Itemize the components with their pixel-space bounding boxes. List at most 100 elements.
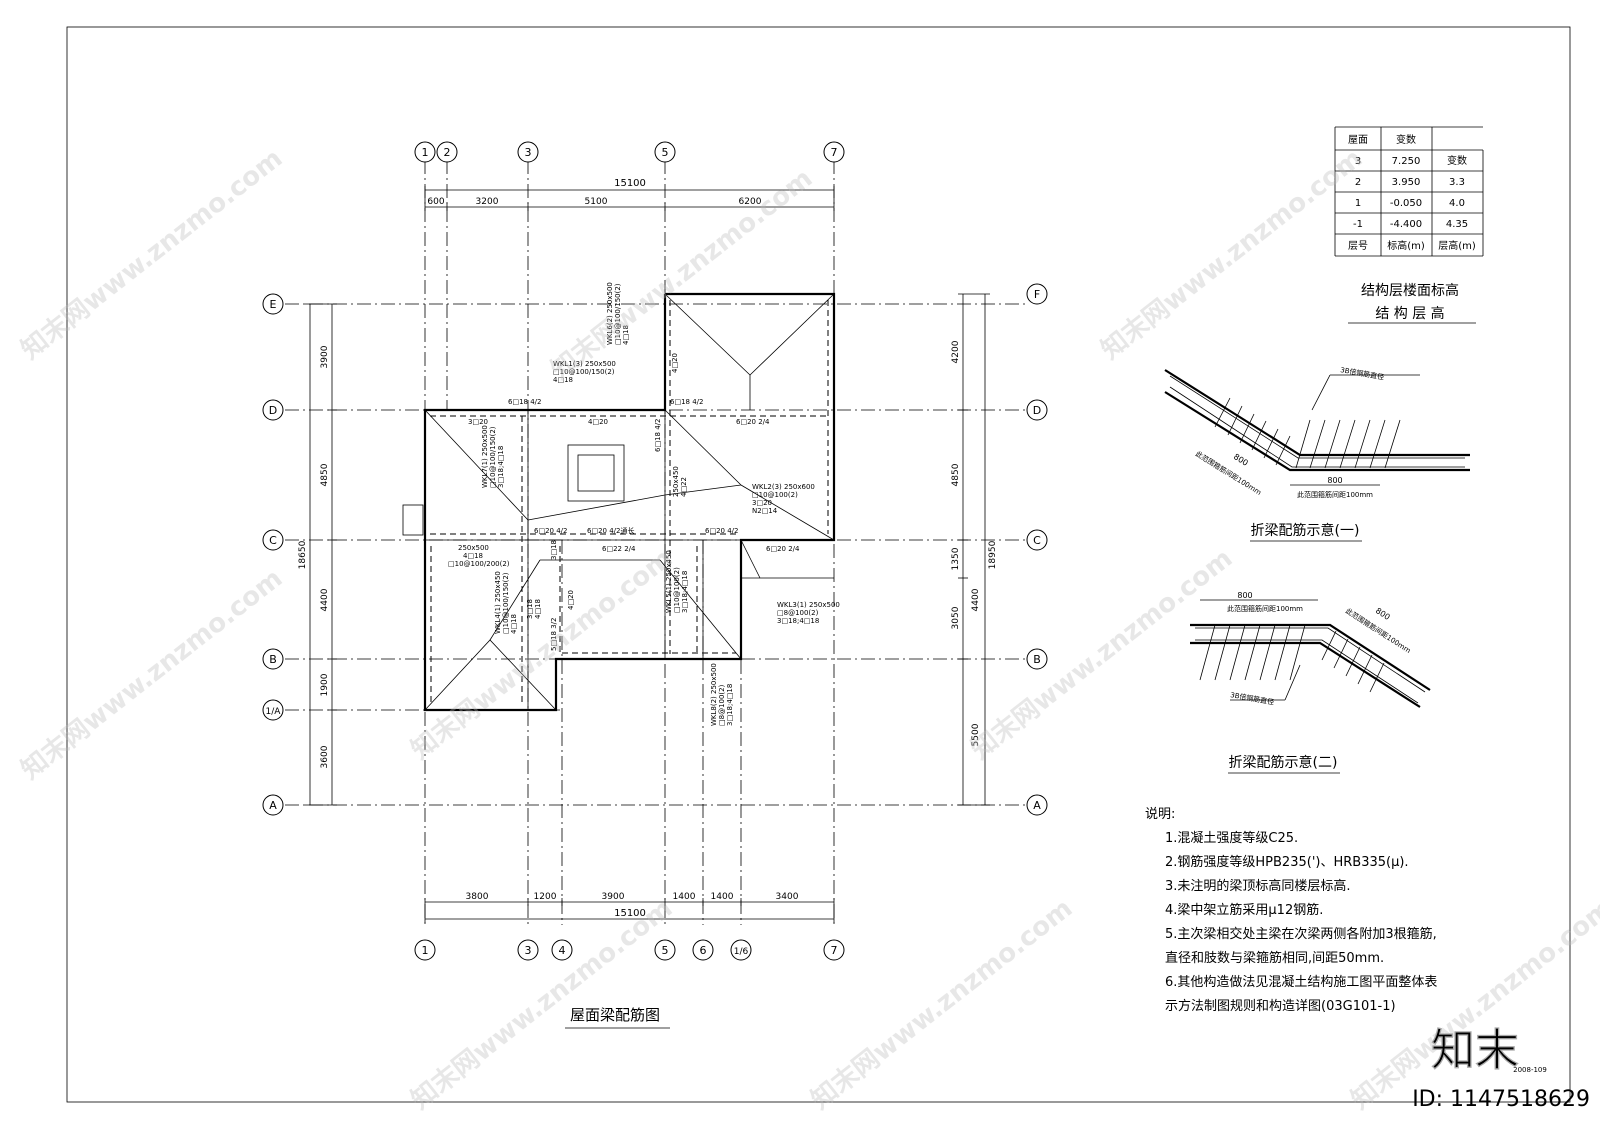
right-dim: 4200: [951, 340, 961, 363]
svg-text:WKL3(1) 250x500: WKL3(1) 250x500: [777, 601, 840, 609]
right-dim: 1350: [951, 547, 961, 570]
axis-label: 3: [525, 944, 532, 957]
svg-text:3□18;4□18: 3□18;4□18: [777, 617, 819, 625]
rebar-note: 6□20 4/2: [534, 527, 567, 535]
svg-text:□10@100/150(2): □10@100/150(2): [489, 426, 497, 488]
detail1-label-c: 此范围箍筋间距100mm: [1194, 449, 1263, 497]
watermark-site: 知末网www.znzmo.com: [966, 543, 1238, 765]
rebar-note: 4□20: [671, 353, 679, 373]
detail2-label-c: 800: [1374, 606, 1392, 622]
left-dim: 4400: [320, 588, 330, 611]
axis-label: B: [269, 653, 277, 666]
watermark-brand-logo: 知末: [1431, 1025, 1519, 1076]
detail1-label-d: 800: [1327, 476, 1342, 485]
detail2-title: 折梁配筋示意(二): [1229, 754, 1338, 771]
watermark-site: 知末网www.znzmo.com: [406, 893, 678, 1115]
watermark-site: 知末网www.znzmo.com: [806, 893, 1078, 1115]
notes-heading: 说明:: [1145, 807, 1175, 822]
bottom-dim: 1400: [711, 892, 734, 902]
axis-label: 4: [559, 944, 566, 957]
note-item: 4.梁中架立筋采用μ12钢筋.: [1165, 902, 1323, 918]
left-dim: 3600: [320, 745, 330, 768]
note-item: 2.钢筋强度等级HPB235(')、HRB335(μ).: [1165, 854, 1409, 870]
beam-label-wkl3: WKL3(1) 250x500 □8@100(2) 3□18;4□18: [777, 601, 840, 625]
beam-label-wkl6: WKL6(2) 250x500 □10@100/150(2) 4□18: [606, 282, 630, 345]
rebar-note: 3□20: [468, 418, 488, 426]
svg-text:WKL4(1) 250x450: WKL4(1) 250x450: [494, 571, 502, 634]
axis-bubbles-top: 1 2 3 5 7: [414, 141, 845, 163]
bottom-dim: 3900: [602, 892, 625, 902]
svg-text:3□18;4□18: 3□18;4□18: [726, 684, 734, 726]
axis-label: 3: [525, 146, 532, 159]
axis-label: C: [1033, 534, 1041, 547]
svg-text:WKL7(1) 250x500: WKL7(1) 250x500: [481, 425, 489, 488]
axis-label: 7: [831, 944, 838, 957]
watermark-id: ID: 1147518629: [1412, 1087, 1590, 1112]
grid-lines: [285, 160, 1025, 925]
sheet-border: [66, 26, 1571, 1103]
axis-label: 6: [700, 944, 707, 957]
watermark-site: 知末网www.znzmo.com: [16, 563, 288, 785]
detail1-title: 折梁配筋示意(一): [1251, 522, 1360, 539]
detail1-label-e: 此范围箍筋间距100mm: [1297, 490, 1373, 499]
svg-text:4□18: 4□18: [463, 552, 483, 560]
svg-text:WKL5(1) 250x450: WKL5(1) 250x450: [665, 550, 673, 613]
rebar-note: 6□20 2/4: [736, 418, 770, 426]
rebar-note: 6□18 4/2: [670, 398, 703, 406]
svg-text:□10@100(2): □10@100(2): [752, 491, 798, 499]
axis-label: B: [1033, 653, 1041, 666]
beam-lines: [430, 300, 830, 704]
svg-text:WKL1(3) 250x500: WKL1(3) 250x500: [553, 360, 616, 368]
beam-label-wkl8: WKL8(2) 250x500 □8@100(2) 3□18;4□18: [710, 663, 734, 726]
bottom-dim: 1400: [673, 892, 696, 902]
watermark-site: 知末网www.znzmo.com: [16, 143, 288, 365]
axis-label: 1/6: [734, 947, 749, 957]
svg-text:WKL2(3) 250x600: WKL2(3) 250x600: [752, 483, 815, 491]
svg-text:□8@100(2): □8@100(2): [718, 684, 726, 726]
table-cell: 3: [1355, 156, 1361, 167]
rebar-note: 4□18: [534, 599, 542, 619]
top-dim: 600: [427, 197, 444, 207]
right-dim: 5500: [971, 723, 981, 746]
axis-label: 1: [422, 944, 429, 957]
table-header-cell: 层号: [1348, 240, 1368, 252]
axis-label: A: [1033, 799, 1041, 812]
rebar-note: 6□20 4/2通长: [587, 526, 634, 535]
table-header-cell: 屋面: [1348, 134, 1368, 146]
axis-label: F: [1034, 288, 1040, 301]
elevation-table: 屋面 变数 3 7.250 变数 2 3.950 3.3 1 -0.050 4.…: [1334, 126, 1484, 324]
right-dim: 3050: [951, 606, 961, 629]
detail2-label-a: 800: [1237, 591, 1252, 600]
table-cell: -1: [1353, 219, 1363, 230]
table-header-cell: 变数: [1396, 133, 1416, 146]
note-item: 3.未注明的梁顶标高同楼层标高.: [1165, 878, 1351, 894]
rebar-note: 4□20: [588, 418, 608, 426]
svg-text:3□20: 3□20: [752, 499, 772, 507]
svg-text:250x500: 250x500: [458, 544, 489, 552]
table-cell: 变数: [1447, 154, 1467, 167]
detail2-label-e: 3B倍钢筋直径: [1230, 690, 1275, 707]
table-cell: 1: [1355, 198, 1361, 209]
beam-label-wkl5: WKL5(1) 250x450 □10@100(2) 3□18;4□18: [665, 550, 689, 613]
svg-text:WKL6(2) 250x500: WKL6(2) 250x500: [606, 282, 614, 345]
table-header-cell: 层高(m): [1438, 239, 1476, 252]
table-cell: 2: [1355, 177, 1361, 188]
detail1-label-b: 800: [1232, 452, 1250, 468]
axis-label: 1: [422, 146, 429, 159]
right-total: 18950: [988, 540, 998, 569]
beam-label-wkl2: WKL2(3) 250x600 □10@100(2) 3□20 N2□14: [752, 483, 815, 515]
svg-text:4□18: 4□18: [553, 376, 573, 384]
rebar-note: 6□22 2/4: [602, 545, 636, 553]
rebar-note: 6□20 4/2: [705, 527, 738, 535]
note-item: 示方法制图规则和构造详图(03G101-1): [1165, 998, 1396, 1014]
left-total: 18650: [298, 540, 308, 569]
right-dim: 4400: [971, 588, 981, 611]
left-dim: 3900: [320, 345, 330, 368]
note-item: 1.混凝土强度等级C25.: [1165, 830, 1298, 846]
svg-text:N2□14: N2□14: [752, 507, 778, 515]
svg-text:WKL8(2) 250x500: WKL8(2) 250x500: [710, 663, 718, 726]
beam-annotations: WKL6(2) 250x500 □10@100/150(2) 4□18 WKL1…: [448, 282, 840, 726]
table-header-cell: 标高(m): [1387, 239, 1425, 252]
table-subtitle: 结 构 层 高: [1375, 305, 1444, 322]
left-dimensions: 3900 4850 4400 1900 3600 18650: [298, 303, 337, 806]
